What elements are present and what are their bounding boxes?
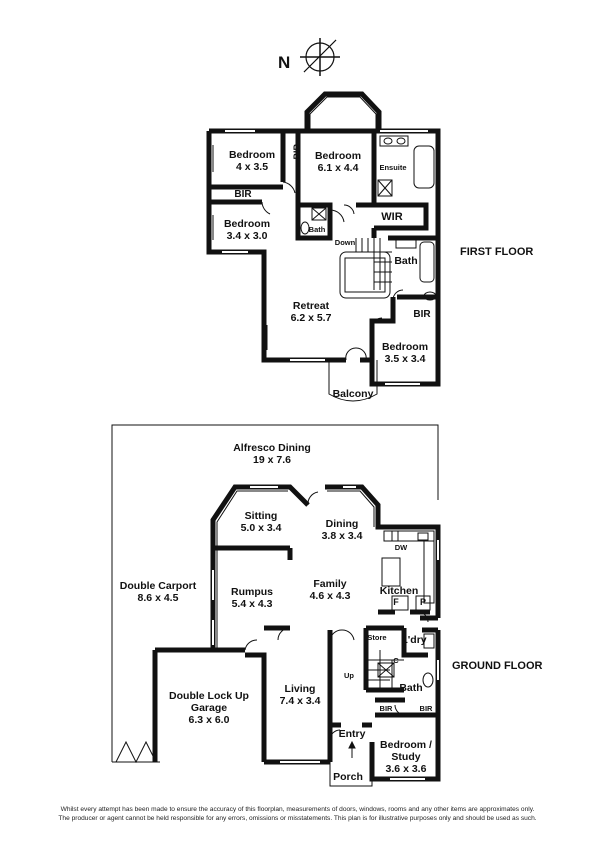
room-label-wir: WIR: [381, 211, 403, 223]
north-label: N: [278, 53, 291, 72]
fridge-label: F: [393, 597, 399, 607]
room-label-laundry: L'dry: [401, 634, 427, 646]
room-label-bir-ground-2: BIR: [419, 704, 433, 713]
appliance-label-dw: DW: [394, 543, 408, 552]
room-label-bir-2: BIR: [234, 189, 252, 200]
room-label-bath-ground: Bath: [399, 682, 423, 694]
room-label-balcony: Balcony: [332, 388, 374, 400]
ground-floor-details: [115, 486, 439, 787]
first-floor-walls: [206, 91, 441, 387]
room-label-bir: BIR: [292, 144, 302, 160]
pantry-label: P: [419, 597, 427, 607]
room-label-small-bath: Bath: [308, 225, 326, 234]
room-label-store: Store: [367, 633, 387, 642]
disclaimer-line-1: Whilst every attempt has been made to en…: [60, 806, 535, 813]
disclaimer-line-2: The producer or agent cannot be held res…: [58, 815, 537, 822]
room-label-entry: Entry: [338, 728, 366, 740]
compass-icon: [300, 38, 340, 76]
room-label-bir-ground-1: BIR: [379, 704, 393, 713]
stair-label-down: Down: [334, 238, 356, 247]
ground-floor-title: GROUND FLOOR: [452, 660, 543, 672]
first-floor-title: FIRST FLOOR: [460, 246, 534, 258]
room-label-kitchen: Kitchen: [379, 585, 419, 597]
room-label-porch: Porch: [333, 771, 363, 783]
room-label-ensuite: Ensuite: [379, 163, 407, 172]
room-label-bir-3: BIR: [413, 309, 431, 320]
stair-label-up: Up: [344, 671, 354, 680]
first-floor-details: [212, 96, 437, 402]
cupboard-label: C: [393, 656, 399, 665]
room-label-bath: Bath: [394, 255, 418, 267]
